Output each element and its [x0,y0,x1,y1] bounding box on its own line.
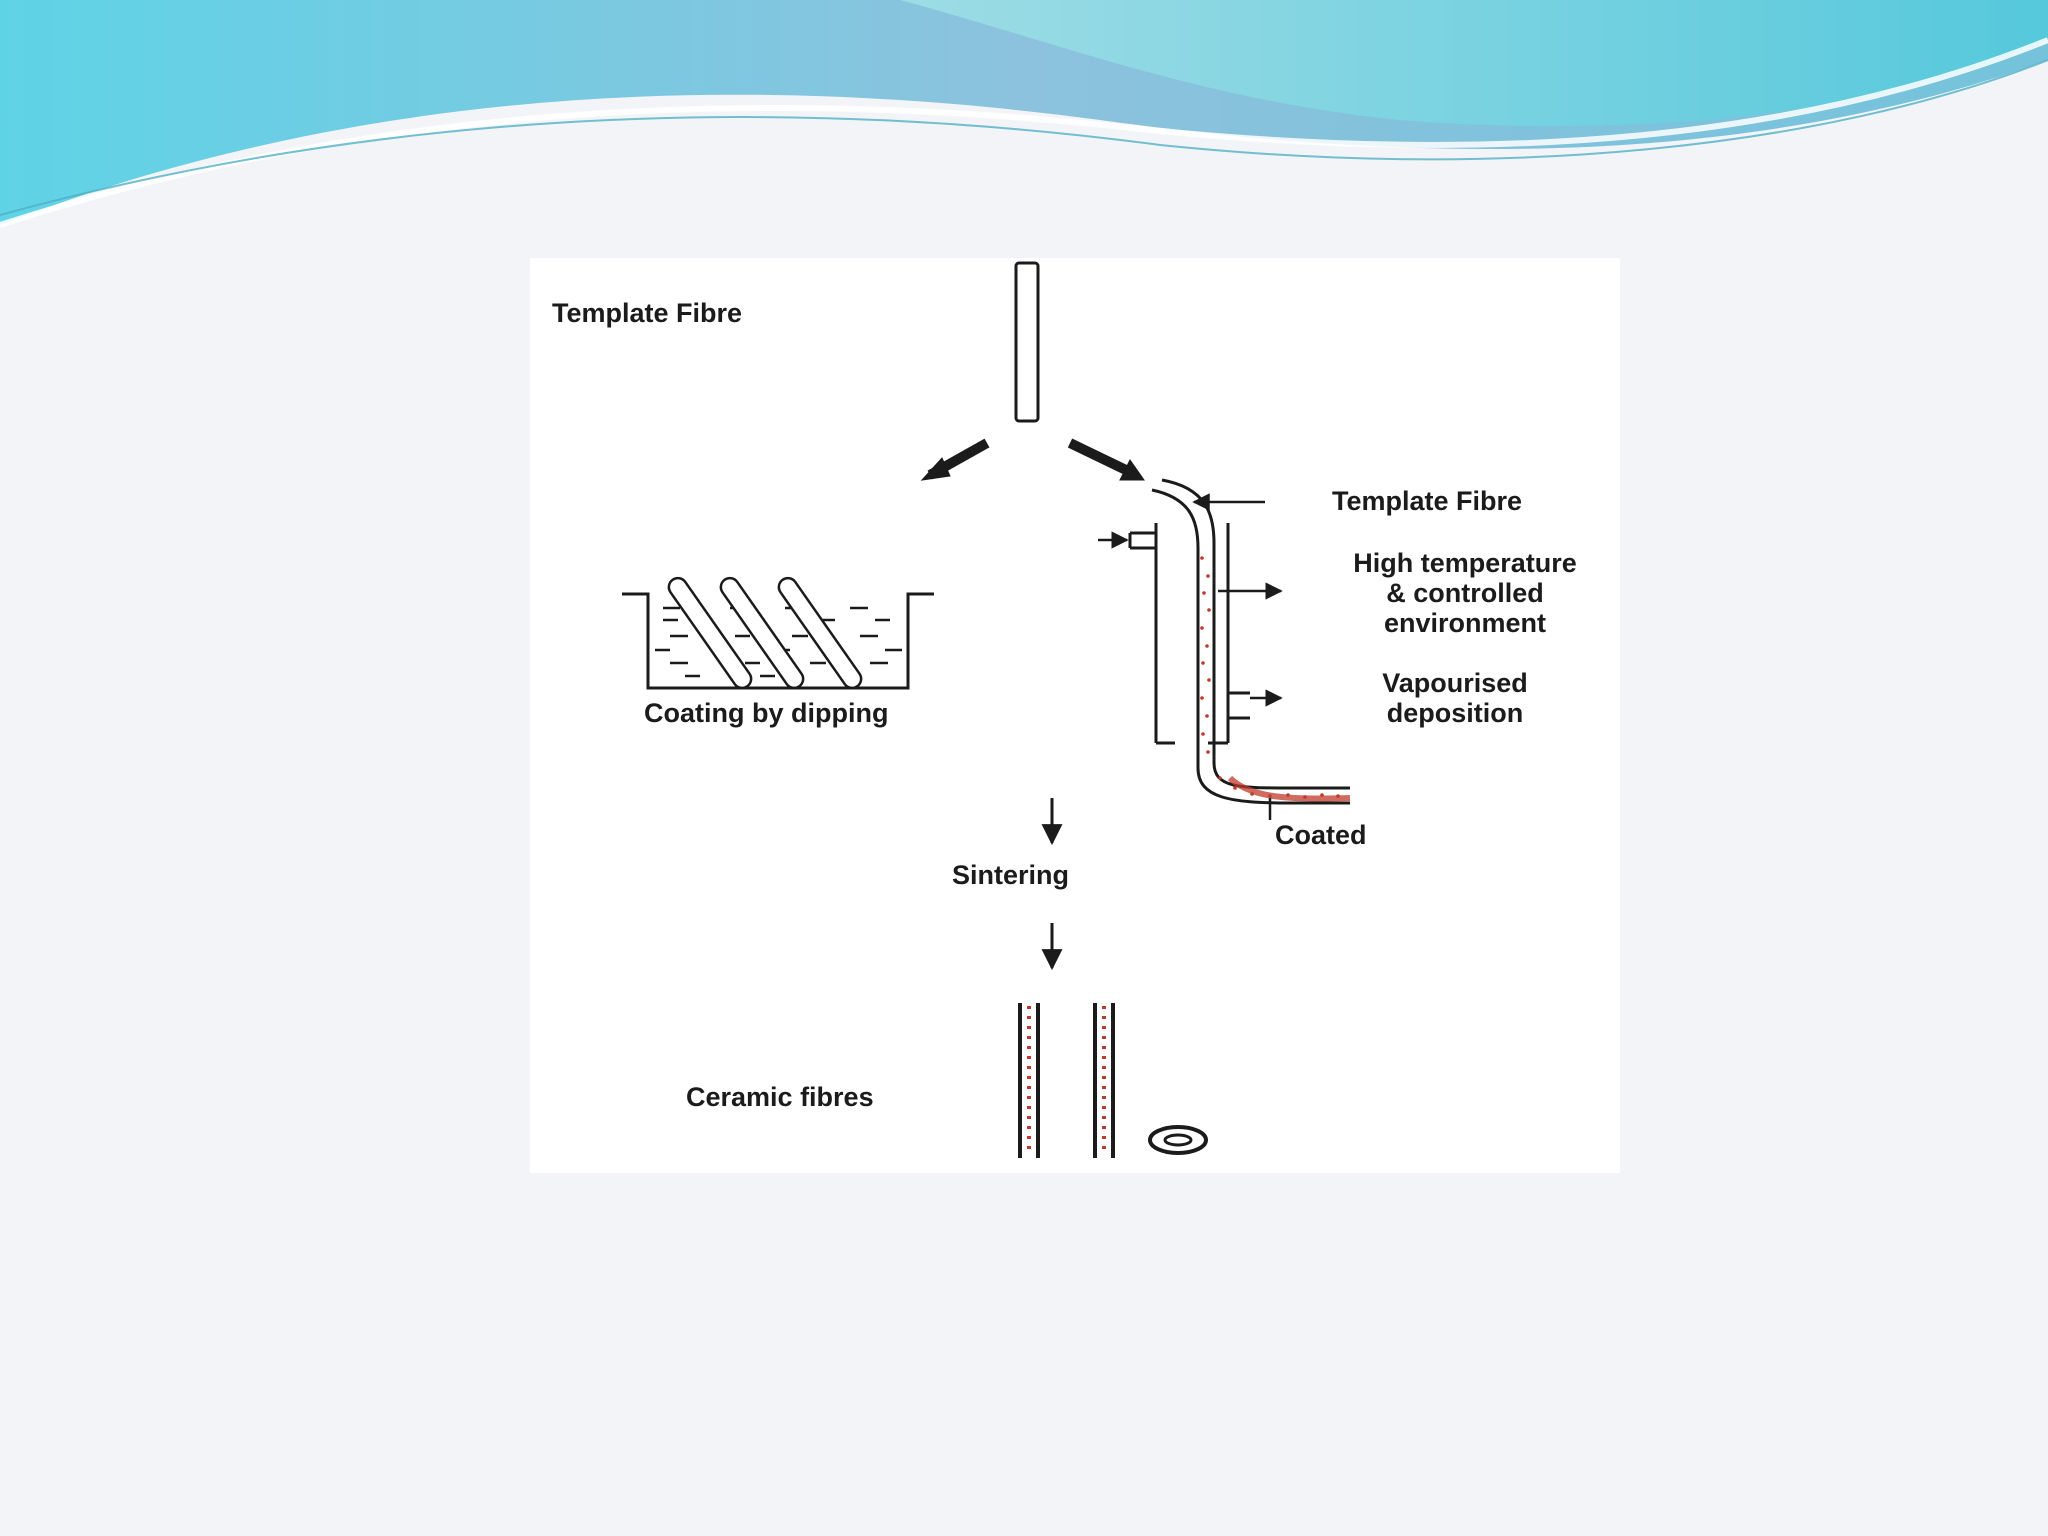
label-ceramic-fibres: Ceramic fibres [686,1082,874,1112]
fibre-through-chamber [1151,478,1350,805]
ceramic-fibre-right [1093,1003,1115,1158]
dipping-rods [667,576,863,690]
label-high-temp-line1: High temperature [1353,548,1577,578]
decorative-wave-banner [0,0,2048,228]
label-vapourised-deposition: Vapourised deposition [1310,668,1600,728]
ceramic-fibre-left [1018,1003,1040,1158]
template-fibre-rod [1014,261,1040,423]
label-template-fibre-right: Template Fibre [1332,486,1523,516]
label-high-temperature: High temperature & controlled environmen… [1310,548,1620,638]
split-arrow-right [1067,438,1145,481]
split-arrow-left [920,438,990,481]
label-template-fibre-top: Template Fibre [552,298,743,328]
label-sintering: Sintering [952,860,1070,890]
deposition-chamber [1128,523,1250,745]
label-vapourised-line1: Vapourised [1382,668,1528,698]
label-high-temp-line2: & controlled [1386,578,1544,608]
dipping-bath [622,592,934,690]
label-high-temp-line3: environment [1383,608,1547,638]
coated-fibre-tail [1227,775,1351,802]
label-coated: Coated [1275,820,1367,850]
diagram-drawing [622,261,1351,1158]
ceramic-fibre-process-diagram: Template Fibre Coating by dipping Templa… [530,258,1620,1173]
fibre-cross-section [1148,1125,1208,1155]
label-vapourised-line2: deposition [1386,698,1524,728]
label-coating-by-dipping: Coating by dipping [644,698,889,728]
